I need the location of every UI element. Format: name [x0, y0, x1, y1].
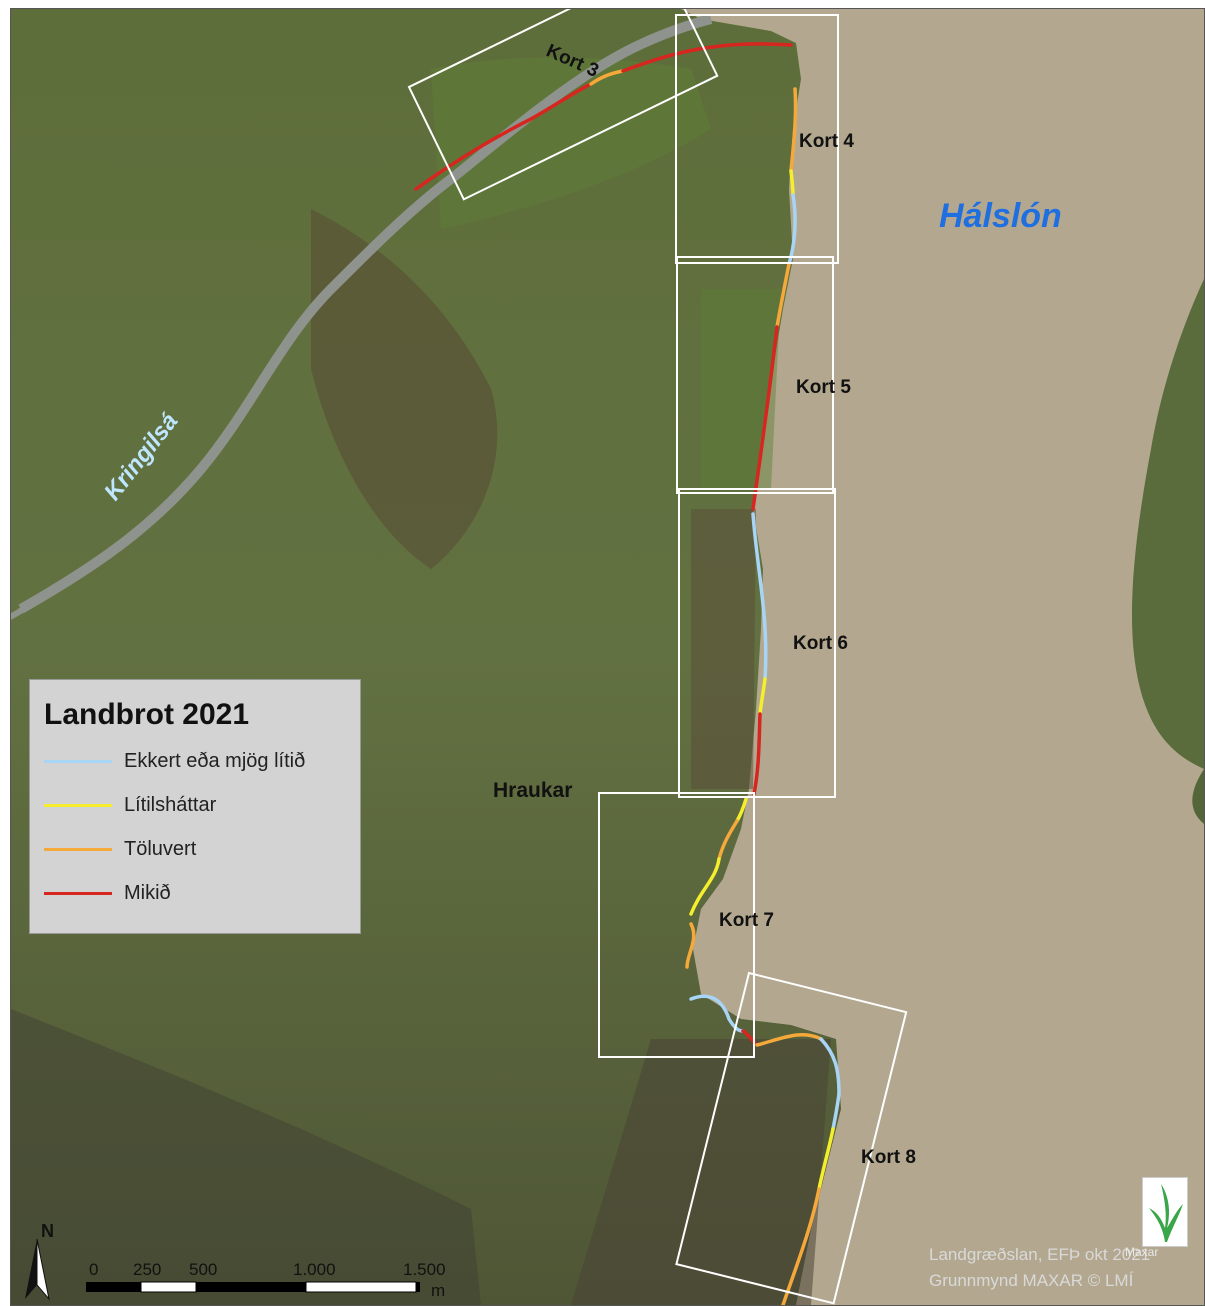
dark-terrain [311, 209, 498, 569]
erosion-segment-red [751, 325, 779, 511]
legend-item: Töluvert [44, 834, 196, 864]
scale-segment [140, 1281, 197, 1293]
erosion-segment-red [621, 42, 793, 73]
island-land [1192, 769, 1204, 824]
north-label: N [41, 1221, 54, 1241]
river-channel [18, 14, 713, 614]
green-terrain [701, 289, 781, 489]
erosion-segment-blue [819, 1037, 841, 1096]
legend-swatch-orange [44, 847, 112, 851]
legend-swatch-red [44, 891, 112, 895]
north-arrow-light [36, 1238, 50, 1301]
erosion-segment-red [752, 712, 762, 796]
scale-tick-label: 0 [89, 1260, 99, 1279]
map-canvas[interactable]: Kort 3 Kort 4 Kort 5 Kort 6 Kort 7 Kort … [11, 9, 1204, 1305]
scale-segment [305, 1281, 417, 1293]
frame-kort-3[interactable] [407, 9, 719, 201]
scale-segment [196, 1282, 306, 1292]
green-terrain [431, 57, 711, 229]
erosion-segment-blue [831, 1092, 841, 1131]
credit-line: Landgræðslan, EFÞ okt 2021 [929, 1245, 1151, 1264]
scale-tick-label: 1.500 [403, 1260, 446, 1279]
legend-label: Lítilsháttar [124, 793, 217, 816]
dark-terrain [571, 1039, 831, 1305]
river-channel [11, 606, 26, 620]
frame-label: Kort 6 [793, 633, 848, 654]
scale-tick-label: 1.000 [293, 1260, 336, 1279]
map-frames [407, 9, 908, 1305]
erosion-segment-red [414, 82, 593, 191]
legend-item: Lítilsháttar [44, 790, 216, 820]
erosion-segment-blue [787, 193, 797, 266]
dark-terrain [11, 1009, 481, 1305]
scale-bar [86, 1281, 420, 1293]
legend-title: Landbrot 2021 [44, 698, 250, 731]
erosion-segment-orange [685, 922, 696, 969]
erosion-segment-orange [789, 87, 798, 173]
map-frame: Kort 3 Kort 4 Kort 5 Kort 6 Kort 7 Kort … [10, 8, 1205, 1306]
frame-labels: Kort 3 Kort 4 Kort 5 Kort 6 Kort 7 Kort … [543, 40, 916, 1168]
scale-segment [416, 1282, 420, 1292]
erosion-segment-orange [755, 1033, 823, 1047]
erosion-segment-orange [717, 819, 739, 861]
north-arrow [25, 1238, 50, 1301]
legend-item: Ekkert eða mjög lítið [44, 746, 305, 776]
legend-swatch-blue [44, 759, 112, 763]
leaf-logo-icon [1149, 1184, 1183, 1242]
erosion-segment-yellow [789, 169, 795, 197]
legend-label: Töluvert [124, 837, 197, 860]
legend-swatch-yellow [44, 803, 112, 807]
erosion-segment-yellow [758, 677, 767, 716]
agency-logo [1142, 1177, 1188, 1247]
erosion-segment-blue [751, 512, 768, 681]
scale-tick-label: 500 [189, 1260, 218, 1279]
erosion-segment-yellow [817, 1127, 835, 1191]
credit-line: Grunnmynd MAXAR © LMÍ [929, 1271, 1134, 1290]
erosion-segment-blue [689, 994, 745, 1033]
scale-tick-label: 250 [133, 1260, 162, 1279]
erosion-segment-yellow [689, 857, 721, 916]
place-label: Hraukar [493, 779, 573, 802]
frame-label: Kort 7 [719, 910, 774, 931]
erosion-segment-orange [775, 262, 791, 329]
frame-kort-4[interactable] [675, 14, 839, 264]
imagery-watermark: Maxar [1125, 1245, 1159, 1259]
frame-kort-6[interactable] [678, 488, 836, 798]
scale-segment [86, 1282, 141, 1292]
legend-label: Ekkert eða mjög lítið [124, 749, 306, 772]
frame-label: Kort 5 [796, 377, 851, 398]
frame-kort-8[interactable] [675, 971, 908, 1305]
frame-label: Kort 4 [799, 131, 854, 152]
legend-item: Mikið [44, 878, 171, 908]
frame-kort-5[interactable] [676, 256, 834, 494]
erosion-segment-yellow [735, 797, 748, 823]
island-land [1131, 279, 1204, 769]
north-arrow-dark [25, 1239, 37, 1299]
frame-kort-7[interactable] [598, 792, 755, 1058]
erosion-segment-orange [589, 69, 625, 86]
legend-label: Mikið [124, 881, 171, 904]
frame-label: Kort 8 [861, 1147, 916, 1168]
land-area [11, 9, 841, 1305]
erosion-lines [414, 42, 841, 1305]
legend-panel: Landbrot 2021 Ekkert eða mjög lítið Líti… [29, 679, 361, 934]
lake-label: Hálslón [939, 197, 1062, 235]
scale-unit: m [431, 1281, 446, 1300]
dark-terrain [691, 509, 756, 789]
